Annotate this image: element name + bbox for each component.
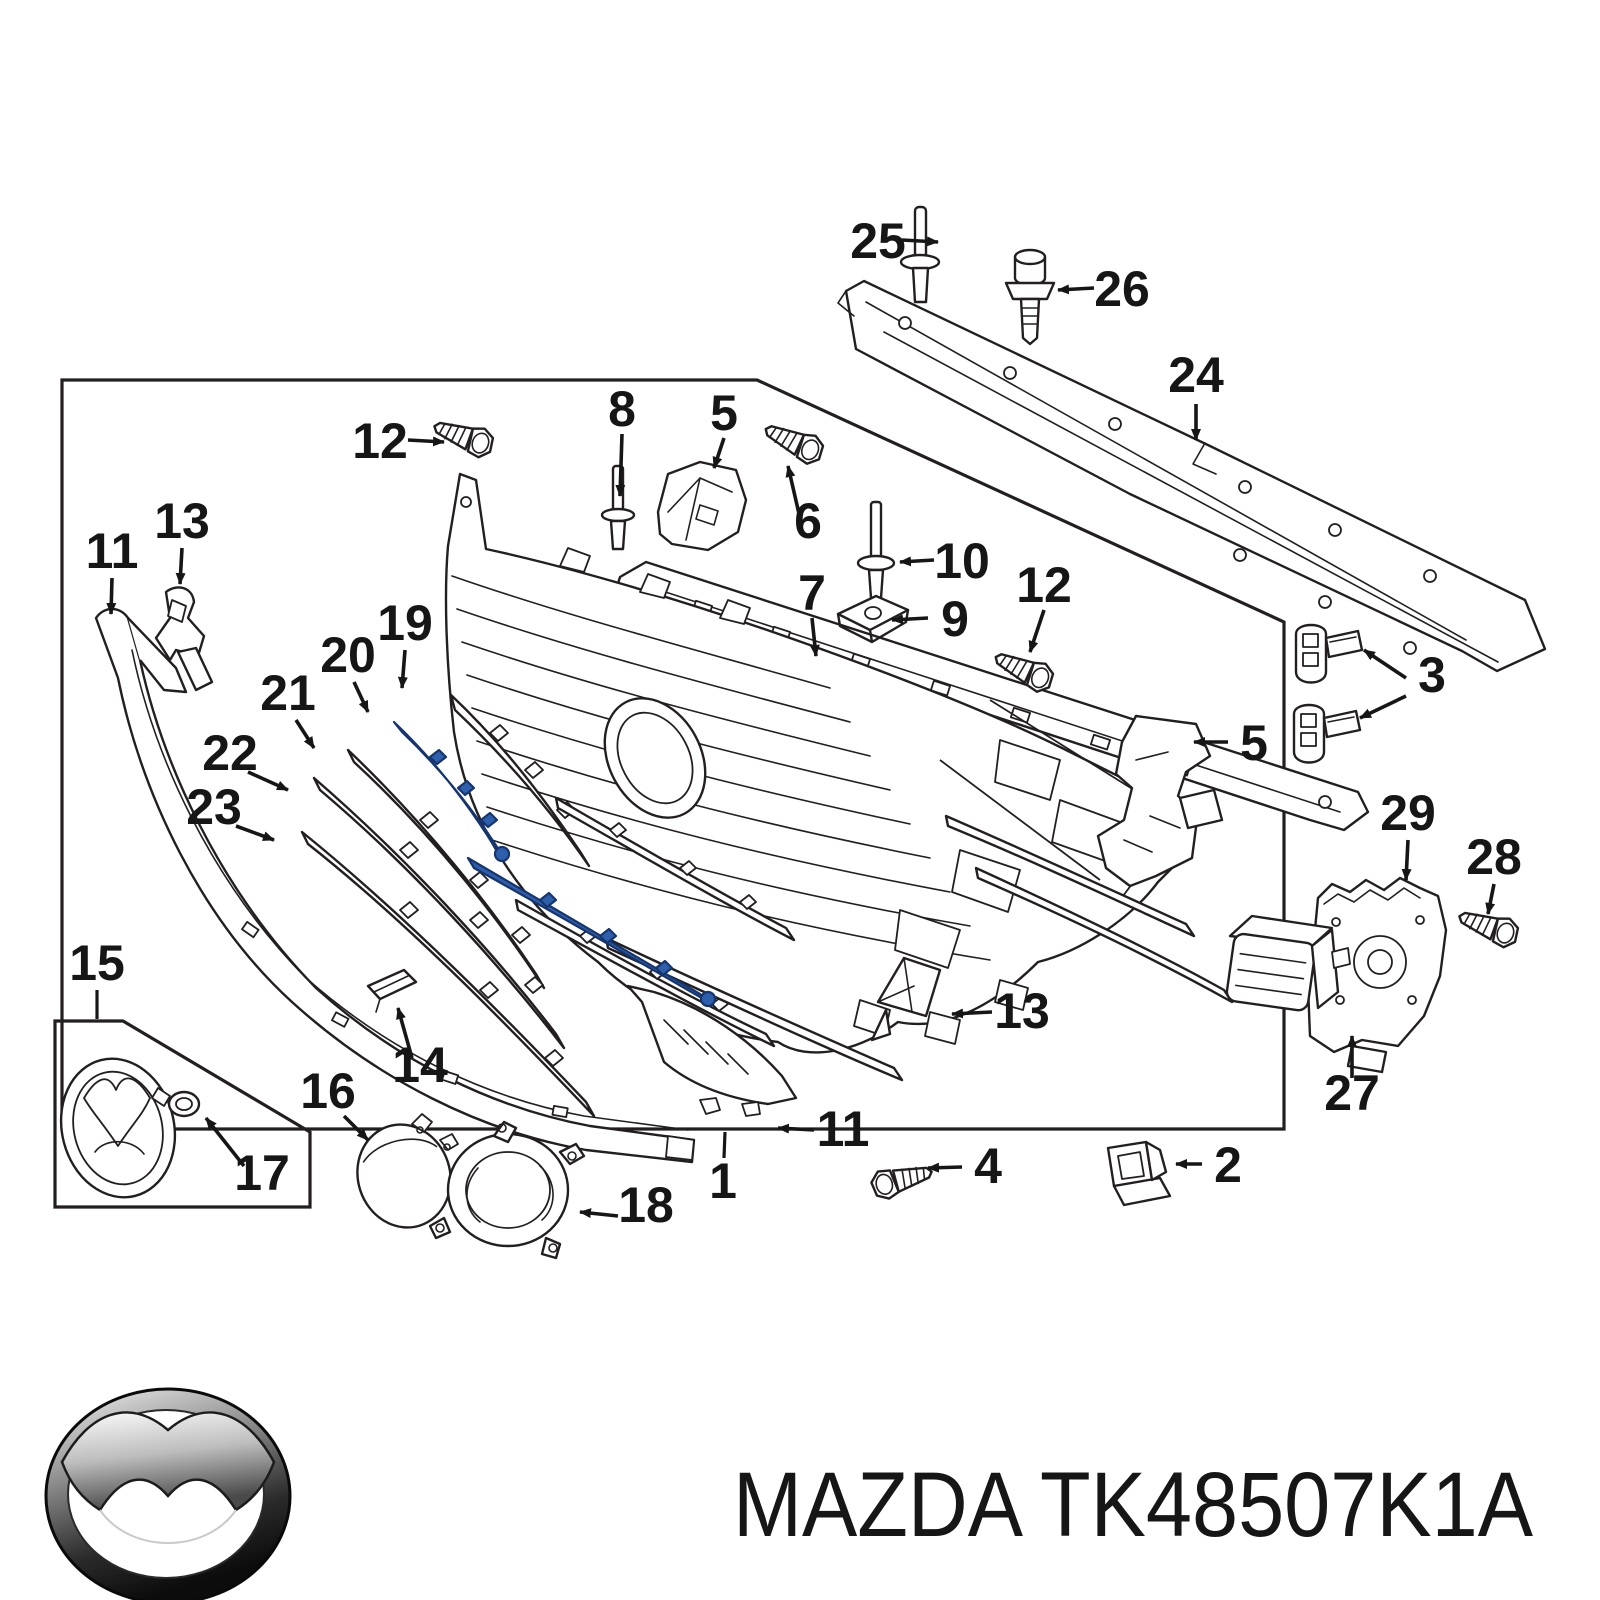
callout-label: 7 <box>798 565 826 621</box>
callout-label: 5 <box>710 385 738 441</box>
callout-label: 2 <box>1214 1137 1242 1193</box>
callout-label: 10 <box>934 533 990 589</box>
radar-sensor-27-drawing <box>1225 914 1351 1012</box>
callout-label: 5 <box>1240 715 1268 771</box>
callout-label: 23 <box>186 779 242 835</box>
callout-label: 8 <box>608 381 636 437</box>
callout-label: 20 <box>320 627 376 683</box>
upper-trim-strip-24-drawing <box>837 279 1547 673</box>
callout-label: 12 <box>352 413 408 469</box>
callout-label: 17 <box>234 1145 290 1201</box>
callout-label: 28 <box>1466 829 1522 885</box>
callout-label: 19 <box>377 595 433 651</box>
clip-14-drawing <box>366 968 418 1013</box>
rivet-8-drawing <box>600 464 636 551</box>
callout-label: 24 <box>1168 347 1224 403</box>
corner-trim-11-left-drawing <box>94 607 696 1164</box>
callout-label: 11 <box>86 523 139 579</box>
callout-label: 4 <box>974 1138 1002 1194</box>
callout-label: 14 <box>392 1037 448 1093</box>
screw-4-drawing <box>867 1156 937 1204</box>
callout-arrows <box>95 236 1496 1219</box>
highlighted-trim-strip-20-drawing <box>392 720 717 1008</box>
rivet-10-drawing <box>856 500 896 600</box>
clip-2-drawing <box>1106 1140 1172 1207</box>
corner-trim-11-right-drawing <box>626 984 798 1117</box>
part-number-text: MAZDA TK48507K1A <box>733 1454 1534 1556</box>
callout-label: 15 <box>69 935 125 991</box>
callout-label: 6 <box>794 493 822 549</box>
callout-label: 12 <box>1016 557 1072 613</box>
clip-13-right-drawing <box>870 956 942 1042</box>
sensor-bracket-29-drawing <box>1306 876 1448 1074</box>
callout-label: 25 <box>850 213 906 269</box>
callout-label: 9 <box>941 591 969 647</box>
ring-18-drawing <box>428 1120 586 1260</box>
callout-label: 3 <box>1418 647 1446 703</box>
callout-label: 26 <box>1094 261 1150 317</box>
callout-label: 21 <box>260 665 316 721</box>
callout-label: 11 <box>817 1101 870 1157</box>
emblem-15-drawing <box>59 1057 177 1199</box>
bolt-12-left-drawing <box>428 411 499 462</box>
cover-16-drawing <box>356 1113 459 1229</box>
grommet-17-drawing <box>151 1087 201 1118</box>
callout-label: 13 <box>994 983 1050 1039</box>
mazda-logo <box>44 1387 292 1600</box>
bolt-6-drawing <box>758 414 829 469</box>
callout-label: 22 <box>202 725 258 781</box>
callout-label: 18 <box>618 1177 674 1233</box>
main-assembly-box <box>60 378 1286 1131</box>
clip-3-lower-drawing <box>1292 703 1362 764</box>
clip-3-upper-drawing <box>1294 623 1364 684</box>
bracket-5-left-drawing <box>656 460 748 552</box>
rivet-25-drawing <box>899 205 941 304</box>
grille-trim-strips-drawing <box>300 693 1234 1118</box>
grille-assembly-drawing <box>444 472 1194 1054</box>
callout-label: 27 <box>1324 1065 1380 1121</box>
push-clip-26-drawing <box>1004 248 1056 346</box>
callout-label: 13 <box>154 493 210 549</box>
clip-nut-9-drawing <box>836 594 910 644</box>
emblem-detail-box <box>53 1019 312 1209</box>
callout-label: 16 <box>300 1063 356 1119</box>
bracket-5-right-drawing <box>1096 714 1224 888</box>
clip-13-left-drawing <box>154 586 214 692</box>
callout-label: 29 <box>1380 785 1436 841</box>
callout-label: 1 <box>709 1153 737 1209</box>
